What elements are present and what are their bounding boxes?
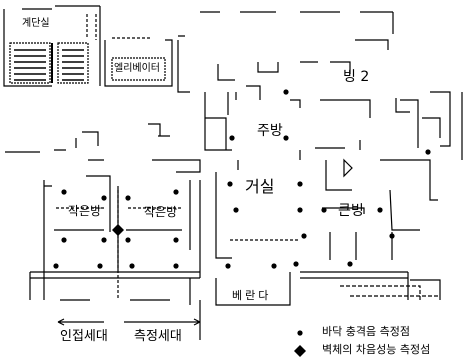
- unit-outline-top: [177, 11, 394, 93]
- kitchen-walls: [204, 85, 463, 160]
- veranda-walls: [29, 271, 441, 306]
- living-walls: [215, 150, 438, 260]
- room-label-veranda: 베란다: [232, 289, 272, 302]
- room-label-room2: 빙 2: [343, 69, 370, 85]
- unit-separation-walls: [117, 190, 201, 340]
- legend-markers: [294, 330, 306, 357]
- room-label-elevator: 엘리베이터: [114, 63, 160, 74]
- room-label-living: 거실: [245, 177, 275, 196]
- wall-insulation-points: [112, 224, 124, 236]
- elevator-block: [104, 37, 173, 87]
- stairwell-block: [3, 5, 101, 87]
- unit-label-measured: 측정세대: [134, 329, 182, 344]
- legend-floor-impact: 바닥 충격음 측정점: [322, 325, 410, 338]
- legend-wall-insulation: 벽체의 차음성능 측정섬: [322, 343, 431, 356]
- room-label-small-room-left: 작은방: [68, 204, 102, 218]
- room-label-kitchen: 주방: [257, 123, 283, 139]
- room-label-big-room: 큰빙: [338, 203, 364, 219]
- unit-extent-arrows: [57, 318, 201, 326]
- floor-impact-points: [53, 89, 431, 269]
- room-label-stairs: 계단실: [22, 18, 50, 29]
- unit-label-adjacent: 인접세대: [60, 329, 108, 344]
- room-label-small-room-right: 작은방: [144, 205, 178, 219]
